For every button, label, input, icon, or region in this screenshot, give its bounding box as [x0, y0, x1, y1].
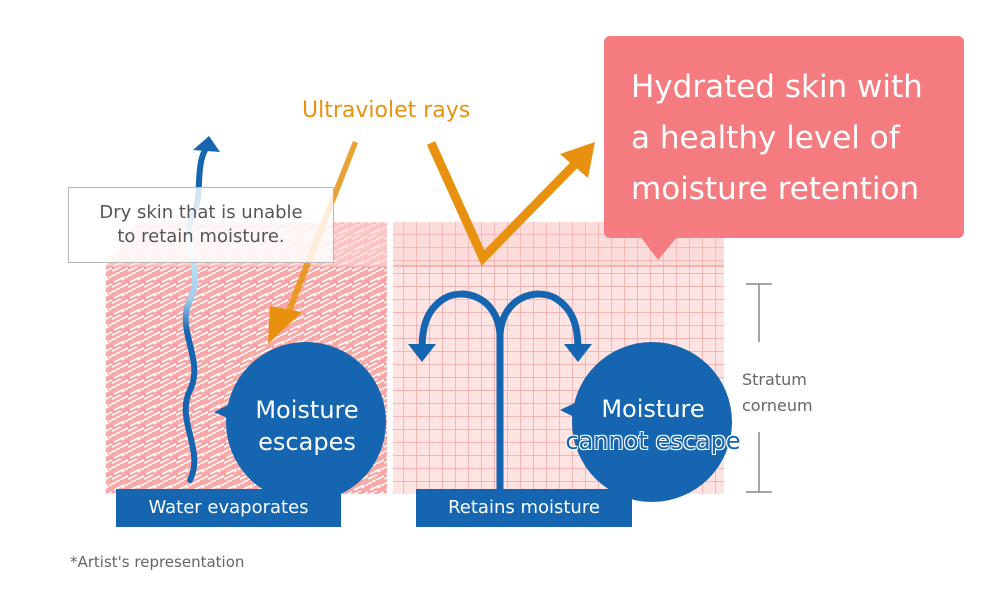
hydrated-skin-callout: Hydrated skin with a healthy level of mo… — [604, 36, 964, 238]
callout-line-1: Hydrated skin with — [631, 69, 923, 105]
escapes-line-1: Moisture — [255, 396, 359, 424]
bubble-escapes-text: Moisture escapes — [232, 394, 382, 458]
bubble-escapes — [214, 342, 386, 502]
callout-line-3: moisture retention — [631, 171, 920, 207]
dry-skin-label-box: Dry skin that is unable to retain moistu… — [68, 187, 334, 263]
uv-arrow-right — [426, 141, 595, 266]
uv-label: Ultraviolet rays — [302, 98, 471, 123]
footnote: *Artist's representation — [70, 553, 245, 571]
water-evaporates-label: Water evaporates — [116, 489, 341, 527]
dry-skin-line-2: to retain moisture. — [117, 226, 285, 247]
callout-pointer — [640, 236, 678, 260]
stratum-line-1: Stratum — [742, 370, 807, 389]
cannot-line-1: Moisture — [601, 395, 705, 423]
stratum-bracket — [746, 283, 772, 493]
retains-moisture-label: Retains moisture — [416, 489, 632, 527]
bubble-cannot-text: Moisture cannot escape — [548, 393, 758, 457]
dry-skin-line-1: Dry skin that is unable — [99, 202, 303, 223]
escapes-line-2: escapes — [258, 428, 356, 456]
cannot-line-2: cannot escape — [565, 427, 741, 455]
callout-line-2: a healthy level of — [631, 120, 900, 156]
retention-arrows — [408, 290, 592, 490]
stratum-corneum-label: Stratum corneum — [742, 367, 813, 419]
stratum-line-2: corneum — [742, 396, 813, 415]
bubble-cannot-escape — [560, 342, 732, 502]
